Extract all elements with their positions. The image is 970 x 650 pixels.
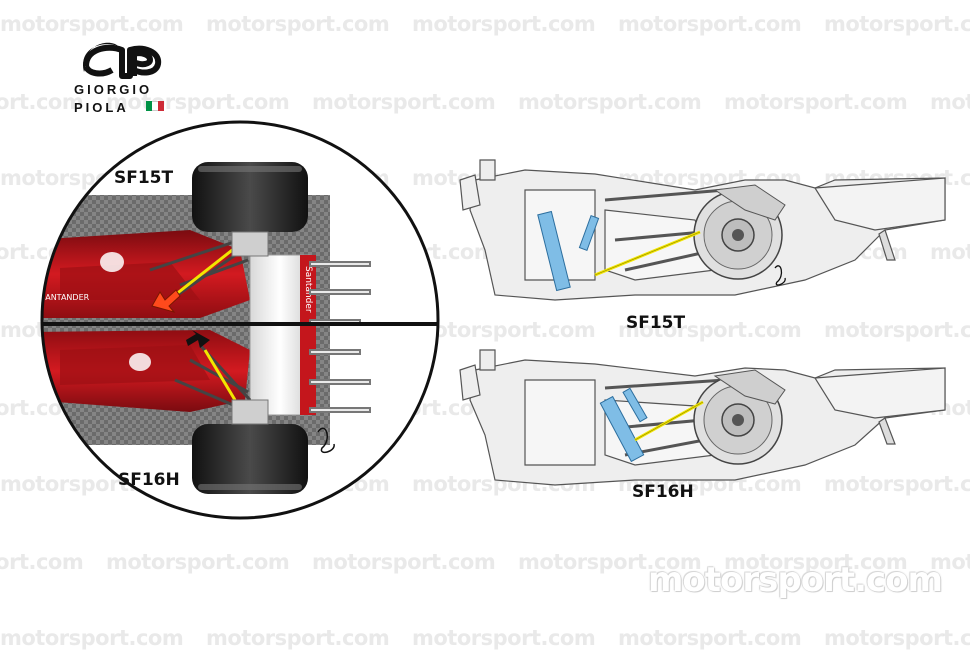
motorsport-brand-logo: motorsport.com	[648, 560, 943, 600]
svg-text:SANTANDER: SANTANDER	[40, 293, 90, 302]
italian-flag-icon	[146, 101, 164, 111]
svg-text:Santander: Santander	[303, 266, 313, 313]
side-view-label-sf15t: SF15T	[626, 313, 686, 333]
top-view-label-sf15t: SF15T	[114, 168, 174, 188]
side-view-sf16h	[459, 349, 946, 486]
side-view-label-sf16h: SF16H	[632, 482, 694, 502]
logo-text-giorgio: GIORGIO	[74, 82, 153, 97]
side-view-sf15t	[459, 159, 946, 301]
giorgio-piola-logo	[83, 42, 162, 79]
logo-text-piola: PIOLA	[74, 100, 129, 115]
top-view-label-sf16h: SF16H	[118, 470, 180, 490]
